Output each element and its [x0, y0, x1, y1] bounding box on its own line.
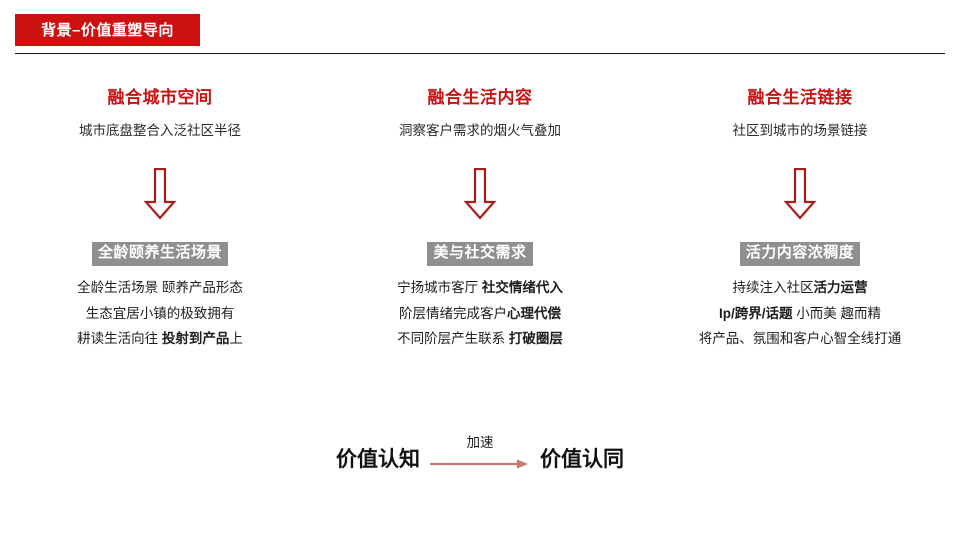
- line-text-bold: 活力运营: [813, 279, 868, 295]
- hollow-down-arrow-icon: [784, 167, 816, 220]
- column-2-heading: 融合生活内容: [427, 88, 533, 107]
- line-text-normal: 阶层情绪完成客户: [398, 305, 507, 321]
- body-line: 不同阶层产生联系 打破圈层: [397, 331, 563, 348]
- body-line: 持续注入社区活力运营: [733, 280, 868, 297]
- body-line: 将产品、氛围和客户心智全线打通: [699, 331, 902, 348]
- line-text-normal: 不同阶层产生联系: [397, 331, 509, 347]
- column-3-subtitle: 社区到城市的场景链接: [732, 123, 868, 139]
- column-1: 融合城市空间 城市底盘整合入泛社区半径 全龄颐养生活场景 全龄生活场景 颐养产品…: [0, 88, 320, 348]
- line-text-normal: 宁扬城市客厅: [397, 279, 482, 295]
- line-text-bold: 投射到产品: [161, 331, 230, 347]
- line-text-normal-after: 小而美 趣而精: [792, 305, 881, 321]
- column-3-body: 持续注入社区活力运营 Ip/跨界/话题 小而美 趣而精 将产品、氛围和客户心智全…: [699, 280, 902, 349]
- slide-title-banner: 背景–价值重塑导向: [15, 14, 200, 46]
- column-2-arrow: [464, 167, 496, 220]
- conversion-arrow-area: 加速: [420, 436, 540, 482]
- conversion-from-term: 价值认知: [336, 447, 420, 471]
- column-1-label-wrap: 全龄颐养生活场景: [91, 241, 228, 266]
- conversion-arrow-label: 加速: [466, 435, 494, 450]
- page-title: 背景–价值重塑导向: [41, 21, 174, 39]
- columns-container: 融合城市空间 城市底盘整合入泛社区半径 全龄颐养生活场景 全龄生活场景 颐养产品…: [0, 88, 960, 348]
- line-text-bold: 心理代偿: [506, 305, 561, 321]
- line-text-bold: 社交情绪代入: [481, 279, 563, 295]
- line-text-bold: 打破圈层: [508, 331, 563, 347]
- column-2-body: 宁扬城市客厅 社交情绪代入 阶层情绪完成客户心理代偿 不同阶层产生联系 打破圈层: [397, 280, 563, 349]
- body-line: 生态宜居小镇的极致拥有: [86, 306, 235, 323]
- hollow-down-arrow-icon: [464, 167, 496, 220]
- column-3: 融合生活链接 社区到城市的场景链接 活力内容浓稠度 持续注入社区活力运营 Ip/…: [640, 88, 960, 348]
- line-text-normal: 将产品、氛围和客户心智全线打通: [698, 331, 902, 347]
- column-2-subtitle: 洞察客户需求的烟火气叠加: [399, 123, 561, 139]
- column-1-heading: 融合城市空间: [107, 88, 213, 107]
- column-2-label-wrap: 美与社交需求: [427, 241, 533, 266]
- column-1-body: 全龄生活场景 颐养产品形态 生态宜居小镇的极致拥有 耕读生活向往 投射到产品上: [77, 280, 243, 349]
- line-text-normal: 耕读生活向往: [77, 331, 162, 347]
- column-1-arrow: [144, 167, 176, 220]
- column-1-label: 全龄颐养生活场景: [91, 241, 228, 266]
- column-3-arrow: [784, 167, 816, 220]
- line-text-normal-after: 上: [229, 331, 243, 347]
- column-3-label: 活力内容浓稠度: [739, 241, 861, 266]
- line-text-normal: 全龄生活场景 颐养产品形态: [77, 279, 243, 295]
- body-line: 阶层情绪完成客户心理代偿: [399, 306, 561, 323]
- column-1-subtitle: 城市底盘整合入泛社区半径: [79, 123, 241, 139]
- column-3-heading: 融合生活链接: [747, 88, 853, 107]
- line-text-normal: 生态宜居小镇的极致拥有: [85, 305, 235, 321]
- conversion-inner: 价值认知 加速 价值认同: [336, 436, 624, 482]
- body-line: 全龄生活场景 颐养产品形态: [77, 280, 243, 297]
- right-arrow-icon: [430, 459, 528, 469]
- conversion-to-term: 价值认同: [540, 447, 624, 471]
- body-line: Ip/跨界/话题 小而美 趣而精: [719, 306, 881, 323]
- column-3-label-wrap: 活力内容浓稠度: [739, 241, 861, 266]
- line-text-normal: 持续注入社区: [732, 279, 814, 295]
- column-2-label: 美与社交需求: [427, 241, 533, 266]
- line-text-bold: Ip/跨界/话题: [718, 305, 793, 321]
- body-line: 耕读生活向往 投射到产品上: [77, 331, 243, 348]
- conversion-row: 价值认知 加速 价值认同: [0, 436, 960, 482]
- header-divider: [15, 53, 945, 54]
- hollow-down-arrow-icon: [144, 167, 176, 220]
- column-2: 融合生活内容 洞察客户需求的烟火气叠加 美与社交需求 宁扬城市客厅 社交情绪代入…: [320, 88, 640, 348]
- body-line: 宁扬城市客厅 社交情绪代入: [397, 280, 563, 297]
